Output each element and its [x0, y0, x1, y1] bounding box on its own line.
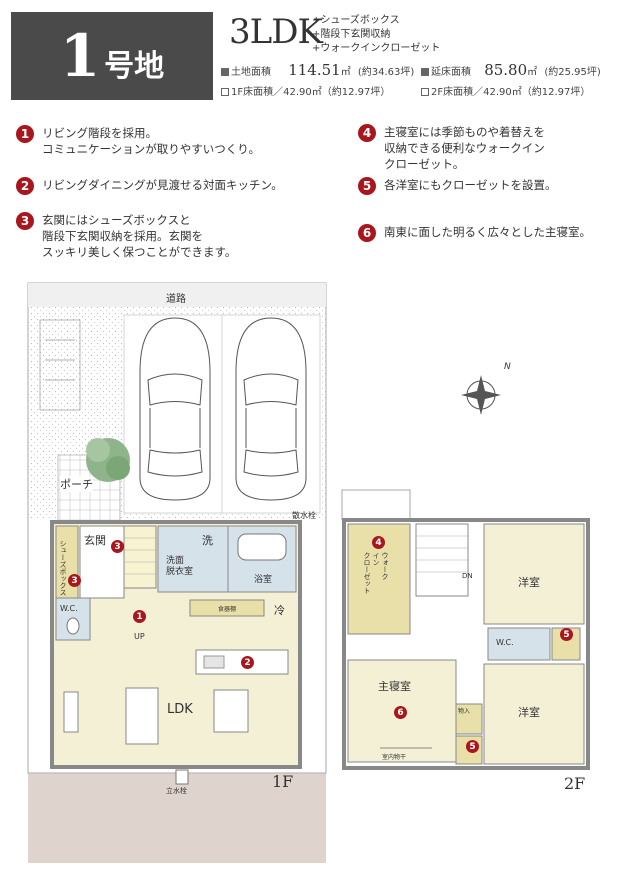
land-area-row: 土地面積 114.51㎡ (約34.63坪) — [221, 61, 414, 79]
plan-badge-5: 5 — [466, 740, 479, 753]
plan-badge-3: 3 — [68, 574, 81, 587]
car-2-icon — [235, 317, 307, 501]
car-1-icon — [139, 317, 211, 501]
storage-label: 物入 — [458, 708, 471, 715]
plan-badge-3: 3 — [111, 540, 124, 553]
wc-1f-label: W.C. — [60, 604, 78, 613]
plan-badge-5: 5 — [560, 628, 573, 641]
empty-square-icon — [221, 88, 229, 96]
wc-2f — [487, 627, 551, 661]
bathtub-icon — [237, 533, 287, 561]
toilet-icon — [66, 617, 80, 635]
shoe-box-label: シューズボックス — [59, 540, 67, 596]
north-label: N — [504, 362, 511, 372]
road-strip — [28, 283, 326, 307]
empty-square-icon — [421, 88, 429, 96]
faucet-label: 立水栓 — [166, 787, 187, 795]
master-label: 主寝室 — [378, 680, 411, 693]
western-room-a — [483, 523, 585, 625]
tv-board-icon — [63, 691, 79, 733]
filled-square-icon — [221, 68, 229, 76]
plan-badge-2: 2 — [241, 656, 254, 669]
pantry-label: 食器棚 — [218, 606, 237, 613]
feature-item: +シューズボックス — [312, 15, 400, 26]
wash-room — [157, 525, 229, 593]
floor-1f-label: 1F — [272, 772, 294, 791]
water-meter-label: 散水栓 — [292, 511, 316, 520]
wash-mark-label: 洗 — [202, 534, 213, 547]
floor-area-tsubo: (約25.95坪) — [544, 67, 601, 78]
sofa-icon — [125, 687, 159, 745]
plan-badge-4: 4 — [372, 536, 385, 549]
point-3: 3 玄関にはシューズボックスと 階段下玄関収納を採用。玄関を スッキリ美しく保つ… — [16, 212, 236, 260]
up-label: UP — [134, 632, 145, 641]
feature-item: +階段下玄関収納 — [312, 29, 391, 40]
lot-number-box: 1 号地 — [11, 12, 213, 100]
room-b-label: 洋室 — [518, 706, 540, 719]
layout-type: 3LDK — [229, 12, 323, 52]
dn-label: DN — [462, 572, 473, 580]
filled-square-icon — [421, 68, 429, 76]
land-area-value: 114.51 — [288, 61, 341, 79]
point-5: 5 各洋室にもクローゼットを設置。 — [358, 177, 557, 195]
dining-table-icon — [213, 689, 249, 733]
f1-area-row: 1F床面積／42.90㎡（約12.97坪） — [221, 83, 390, 98]
floor-area-row: 延床面積 85.80㎡ (約25.95坪) — [421, 61, 601, 79]
tree-icon — [86, 438, 130, 482]
plan-badge-6: 6 — [394, 706, 407, 719]
hanging-label: 室内物干 — [382, 754, 407, 761]
point-2: 2 リビングダイニングが見渡せる対面キッチン。 — [16, 177, 283, 195]
entrance-label: 玄関 — [84, 534, 106, 547]
storage-room — [455, 703, 483, 735]
wash-room-label: 洗面 脱衣室 — [166, 556, 194, 577]
bath-label: 浴室 — [254, 575, 273, 585]
garden-deck — [28, 773, 326, 863]
floor-area-value: 85.80 — [484, 61, 528, 79]
feature-item: +ウォークインクローゼット — [312, 43, 441, 54]
faucet-icon — [175, 769, 189, 785]
room-a-label: 洋室 — [518, 576, 540, 589]
entrance-room — [79, 525, 125, 599]
ldk-label: LDK — [167, 702, 193, 717]
point-1: 1 リビング階段を採用。 コミュニケーションが取りやすいつくり。 — [16, 125, 260, 157]
sink-icon — [203, 655, 225, 669]
western-room-b — [483, 663, 585, 765]
plan-badge-1: 1 — [133, 610, 146, 623]
point-6: 6 南東に面した明るく広々とした主寝室。 — [358, 224, 591, 242]
compass-icon — [461, 375, 501, 415]
floor-2f-label: 2F — [564, 774, 586, 793]
lot-number: 1 — [59, 22, 101, 90]
balcony — [341, 489, 411, 521]
point-4: 4 主寝室には季節ものや着替えを 収納できる便利なウォークイン クローゼット。 — [358, 124, 545, 172]
land-area-tsubo: (約34.63坪) — [357, 67, 415, 78]
walkin-label: ウォーク イン クローゼット — [363, 552, 389, 594]
pantry-shelf — [189, 599, 265, 617]
fridge-label: 冷 — [274, 604, 285, 617]
lot-suffix: 号地 — [104, 49, 165, 84]
porch-label: ポーチ — [60, 476, 93, 492]
wc-2f-label: W.C. — [496, 638, 514, 647]
feature-list: +シューズボックス +階段下玄関収納 +ウォークインクローゼット — [312, 14, 440, 56]
f2-area-row: 2F床面積／42.90㎡（約12.97坪） — [421, 83, 590, 98]
stair-1f — [123, 525, 157, 589]
road-label: 道路 — [166, 294, 186, 305]
